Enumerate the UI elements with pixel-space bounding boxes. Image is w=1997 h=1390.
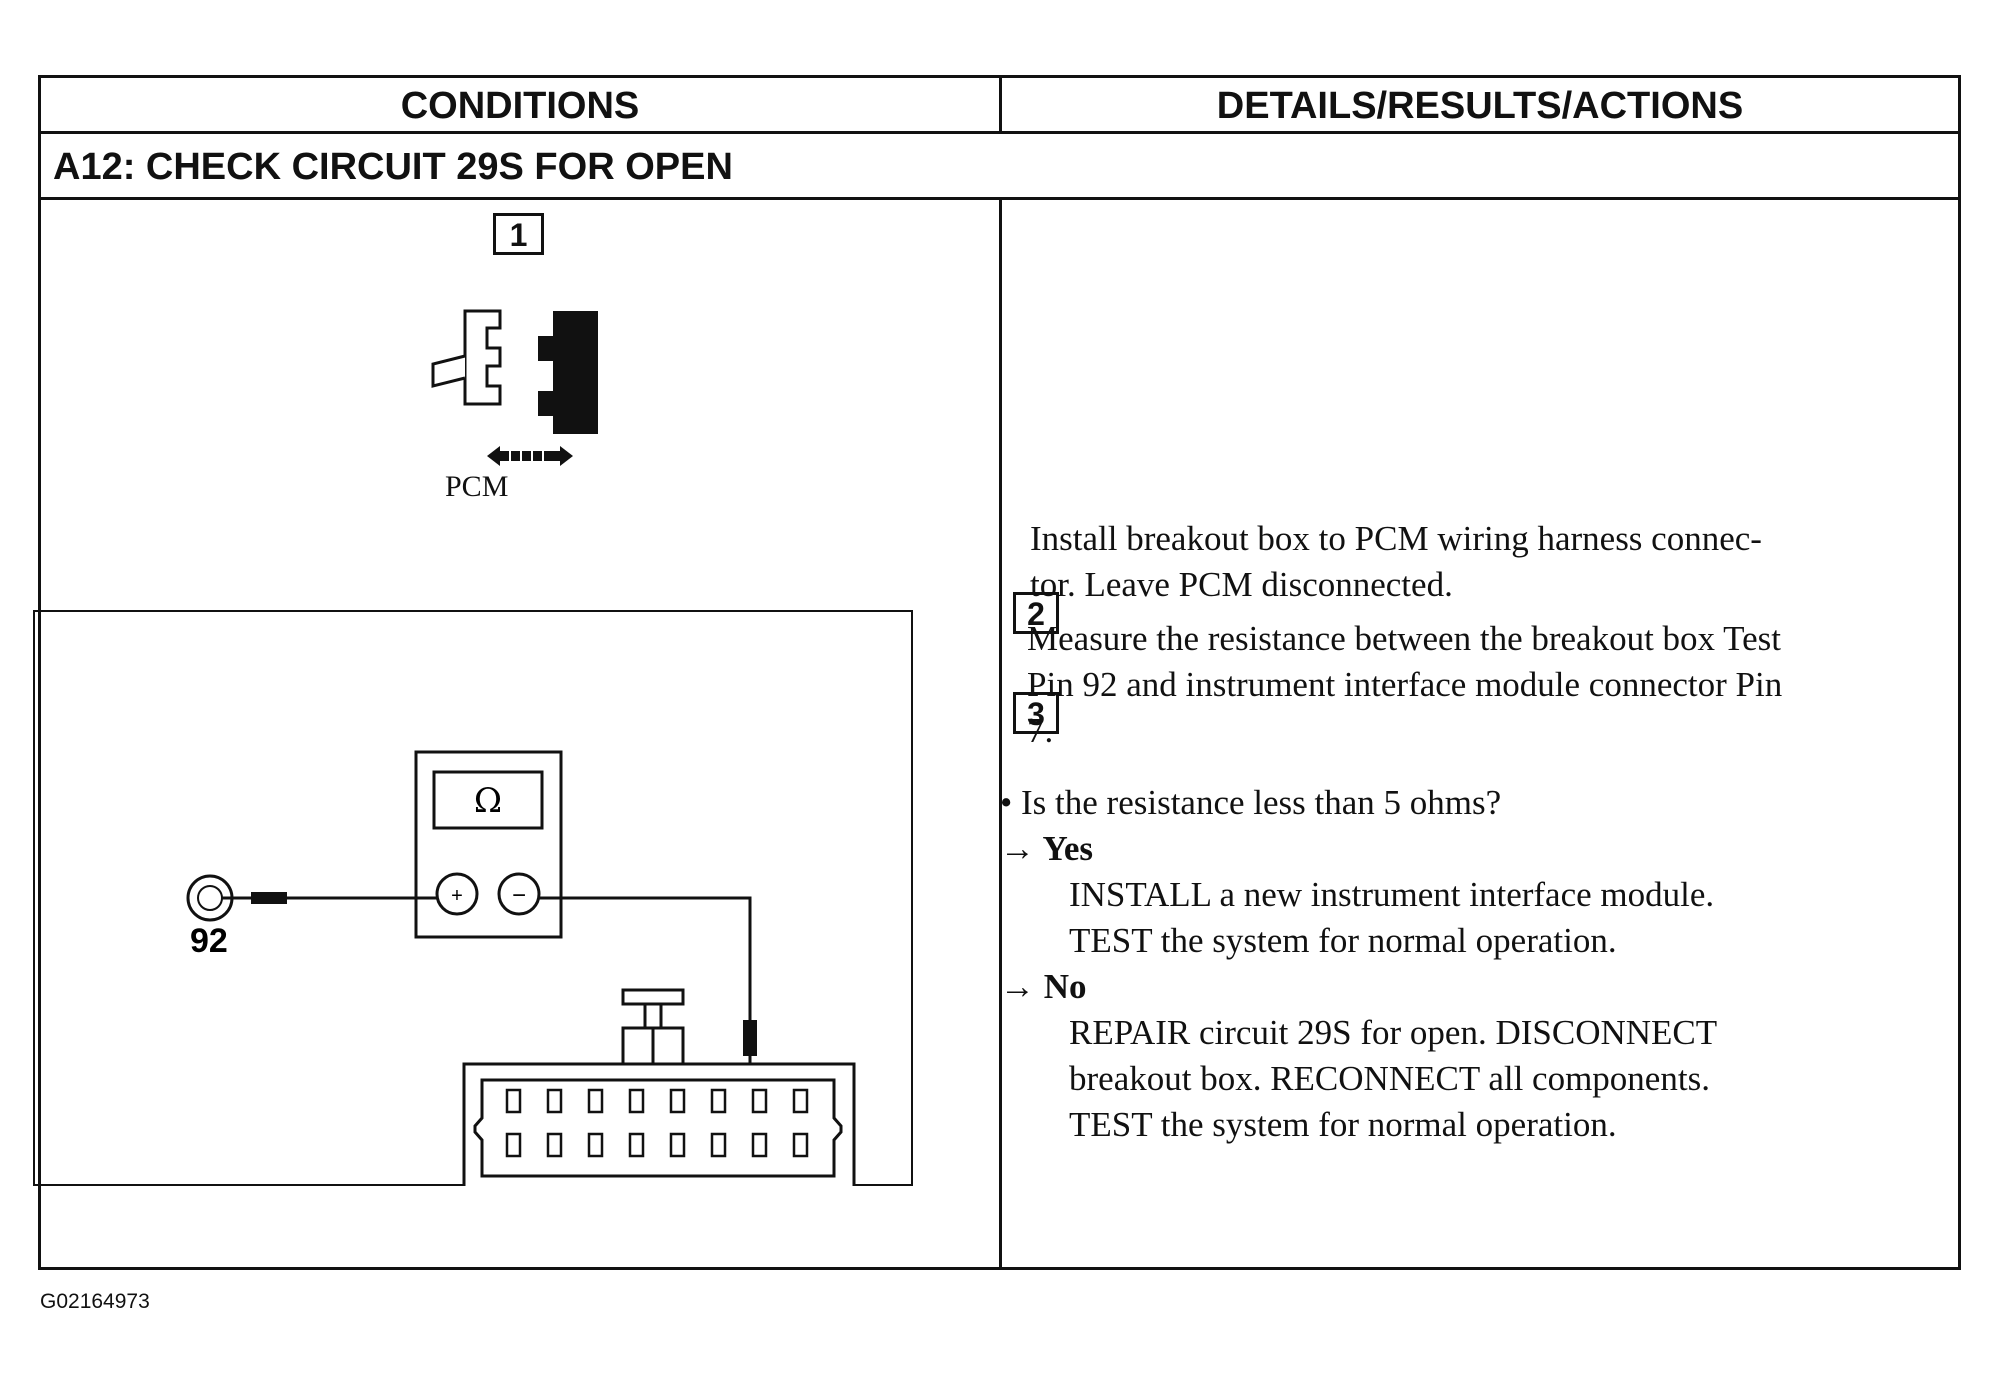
divider bbox=[41, 131, 1958, 134]
ohm-symbol: Ω bbox=[474, 781, 502, 821]
step-3-number: 3 bbox=[1013, 692, 1059, 734]
connector-pin bbox=[792, 1088, 809, 1114]
connector-pin bbox=[505, 1088, 522, 1114]
no-line: TEST the system for normal operation. bbox=[1069, 1105, 1617, 1144]
yes-label: → Yes bbox=[1000, 829, 1094, 868]
divider bbox=[41, 197, 1958, 200]
connector-pin bbox=[751, 1088, 768, 1114]
pcm-label: PCM bbox=[445, 470, 509, 503]
connector-pin bbox=[751, 1132, 768, 1158]
minus-sign: − bbox=[512, 882, 526, 909]
no-line: breakout box. RECONNECT all components. bbox=[1069, 1059, 1710, 1098]
minus-terminal-icon bbox=[497, 872, 541, 916]
step-2-number: 2 bbox=[1013, 592, 1059, 634]
yes-line: INSTALL a new instrument interface modul… bbox=[1069, 875, 1715, 914]
step-3-line: Measure the resistance between the break… bbox=[1027, 619, 1781, 658]
diagnostic-table: CONDITIONS DETAILS/RESULTS/ACTIONS A12: … bbox=[38, 75, 1961, 1270]
connector-pin bbox=[587, 1132, 604, 1158]
connector-pin bbox=[587, 1088, 604, 1114]
section-title: A12: CHECK CIRCUIT 29S FOR OPEN bbox=[53, 146, 733, 188]
connector-pin bbox=[669, 1132, 686, 1158]
connector-pins bbox=[505, 1088, 809, 1158]
test-pin-label: 92 bbox=[190, 922, 228, 960]
question: • Is the resistance less than 5 ohms? bbox=[1000, 783, 1502, 822]
no-action: REPAIR circuit 29S for open. DISCONNECT … bbox=[1069, 1010, 1929, 1148]
connector-pin bbox=[710, 1088, 727, 1114]
details-header: DETAILS/RESULTS/ACTIONS bbox=[1216, 85, 1744, 127]
plus-terminal-icon bbox=[435, 872, 479, 916]
step-3-text: Measure the resistance between the break… bbox=[1027, 616, 1937, 754]
step-1-number: 1 bbox=[493, 213, 544, 255]
connector-pin bbox=[710, 1132, 727, 1158]
connector-pin bbox=[546, 1088, 563, 1114]
step-2-line: Install breakout box to PCM wiring harne… bbox=[1030, 519, 1762, 558]
connector-disconnect-icon bbox=[431, 309, 598, 466]
connector-pin bbox=[628, 1132, 645, 1158]
step-3-line: Pin 92 and instrument interface module c… bbox=[1027, 665, 1783, 704]
conditions-header: CONDITIONS bbox=[400, 85, 640, 127]
ohmmeter-diagram: Ω + − 92 bbox=[186, 750, 856, 1186]
probe-tip-icon bbox=[251, 892, 287, 904]
no-line: REPAIR circuit 29S for open. DISCONNECT bbox=[1069, 1013, 1718, 1052]
column-divider bbox=[999, 200, 1002, 1267]
yes-action: INSTALL a new instrument interface modul… bbox=[1069, 872, 1929, 964]
meter-display bbox=[432, 770, 544, 830]
connector-pin bbox=[546, 1132, 563, 1158]
figure-id: G02164973 bbox=[40, 1290, 150, 1313]
plus-sign: + bbox=[451, 885, 463, 907]
step-2-text: Install breakout box to PCM wiring harne… bbox=[1030, 516, 1930, 608]
no-label: → No bbox=[1000, 967, 1087, 1006]
connector-pin bbox=[505, 1132, 522, 1158]
column-divider bbox=[999, 78, 1002, 131]
step-2-line: tor. Leave PCM disconnected. bbox=[1030, 565, 1453, 604]
step-3-line: 7. bbox=[1027, 711, 1054, 750]
connector-pin bbox=[792, 1132, 809, 1158]
yes-line: TEST the system for normal operation. bbox=[1069, 921, 1617, 960]
connector-pin bbox=[669, 1088, 686, 1114]
probe-tip-icon bbox=[743, 1020, 757, 1056]
connector-pin bbox=[628, 1088, 645, 1114]
